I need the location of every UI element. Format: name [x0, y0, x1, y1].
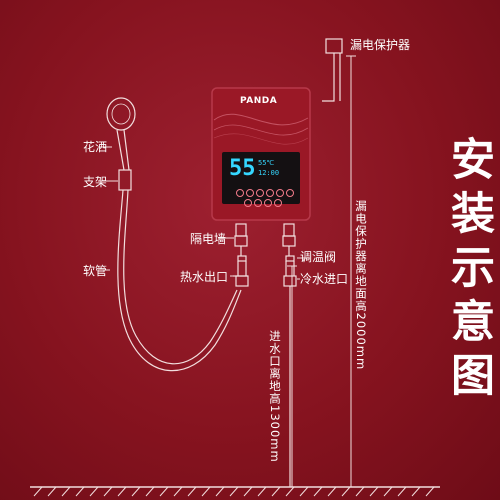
leader-lines [98, 146, 310, 280]
display-small-2: 12:00 [258, 169, 280, 177]
height-lines [287, 55, 356, 487]
display-temp: 55 [229, 156, 256, 181]
leakage-protector [322, 38, 343, 102]
label-temp-valve: 调温阀 [300, 250, 337, 264]
brand-logo: PANDA [240, 96, 278, 106]
pipes [233, 223, 297, 487]
floor [30, 486, 440, 497]
label-inlet-height: 进水口离地高1300mm [268, 330, 282, 463]
label-bracket: 支架 [83, 175, 108, 189]
label-shower-head: 花洒 [83, 140, 108, 154]
shower-assembly [106, 97, 242, 372]
label-leakage-protector: 漏电保护器 [350, 38, 411, 52]
display-small-1: 55℃ [258, 159, 275, 167]
label-isolation-wall: 隔电墙 [190, 232, 227, 246]
label-protector-height: 漏电保护器离地面高2000mm [354, 200, 368, 371]
water-heater [211, 87, 311, 221]
heater-display: 55 55℃ 12:00 [228, 157, 284, 185]
diagram-title: 安装示意图 [443, 136, 494, 406]
label-cold-inlet: 冷水进口 [300, 272, 349, 286]
label-hose: 软管 [83, 264, 108, 278]
control-buttons [236, 189, 294, 207]
label-hot-outlet: 热水出口 [180, 270, 229, 284]
